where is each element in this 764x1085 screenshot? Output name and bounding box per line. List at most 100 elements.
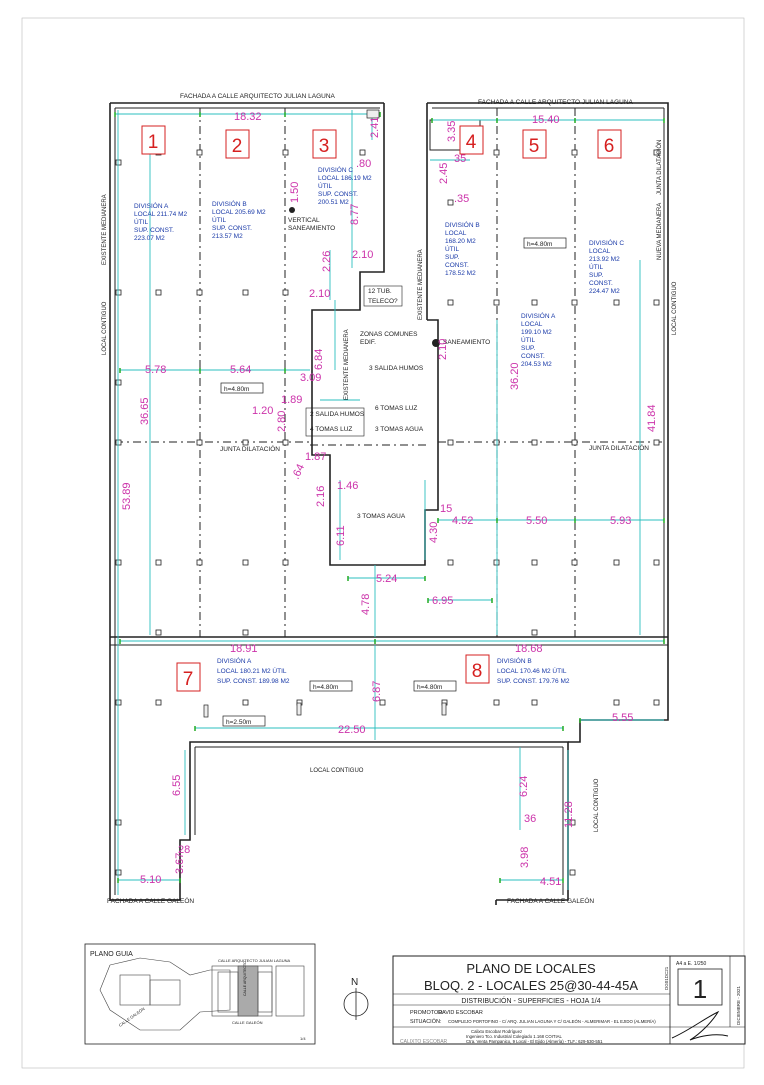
svg-text:8.77: 8.77 <box>349 204 361 225</box>
svg-text:36.20: 36.20 <box>509 362 521 390</box>
svg-text:SUP. CONST.: SUP. CONST. <box>318 191 358 198</box>
secondary-walls <box>110 107 668 895</box>
side-labels: EXISTENTE MEDIANERA LOCAL CONTIGUO NUEVA… <box>102 140 678 832</box>
svg-text:6.87: 6.87 <box>371 681 383 702</box>
note-zonas-2: EDIF. <box>360 339 376 346</box>
svg-text:ÚTIL: ÚTIL <box>212 215 226 224</box>
svg-text:CONST.: CONST. <box>445 262 469 269</box>
svg-text:DIVISIÓN B: DIVISIÓN B <box>212 199 247 208</box>
svg-text:5.64: 5.64 <box>230 364 251 376</box>
svg-text:18.91: 18.91 <box>230 643 258 655</box>
promotor-value: DAVID ESCOBAR <box>438 1010 483 1016</box>
svg-text:.80: .80 <box>356 158 371 170</box>
division-u8: DIVISIÓN B LOCAL 170.46 M2 ÚTIL SUP. CON… <box>497 656 570 685</box>
svg-text:6.84: 6.84 <box>313 349 325 370</box>
svg-text:ÚTIL: ÚTIL <box>318 181 332 190</box>
situacion-label: SITUACIÓN: <box>410 1018 442 1025</box>
facade-labels: FACHADA A CALLE ARQUITECTO JULIAN LAGUNA… <box>107 93 634 905</box>
situacion-value: COMPLEJO PORTOFINO - C/ ARQ. JULIAN LAGU… <box>448 1019 656 1024</box>
right-local-label: LOCAL CONTIGUO <box>672 281 678 335</box>
svg-text:2.10: 2.10 <box>437 339 449 360</box>
svg-text:6.55: 6.55 <box>171 775 183 796</box>
key-plan-title: PLANO GUIA <box>90 951 133 958</box>
svg-text:N: N <box>351 977 358 988</box>
svg-text:6.95: 6.95 <box>432 595 453 607</box>
division-u1: DIVISIÓN A LOCAL 211.74 M2 ÚTIL SUP. CON… <box>134 201 187 242</box>
svg-text:.35: .35 <box>454 193 469 205</box>
svg-text:CONST.: CONST. <box>589 280 613 287</box>
svg-text:1.50: 1.50 <box>289 182 301 203</box>
svg-text:22.50: 22.50 <box>338 724 366 736</box>
svg-text:36.65: 36.65 <box>139 397 151 425</box>
svg-text:4.52: 4.52 <box>452 515 473 527</box>
svg-text:5.50: 5.50 <box>526 515 547 527</box>
svg-text:204.53 M2: 204.53 M2 <box>521 361 552 368</box>
signature <box>671 1010 729 1041</box>
sanitation-marker <box>432 339 440 347</box>
svg-text:SUP. CONST. 179.76 M2: SUP. CONST. 179.76 M2 <box>497 678 570 685</box>
svg-text:15.40: 15.40 <box>532 114 560 126</box>
note-saneamiento-2: SANEAMIENTO <box>443 339 490 346</box>
svg-text:6.24: 6.24 <box>518 776 530 797</box>
dimension-lines <box>115 110 664 895</box>
svg-text:LOCAL: LOCAL <box>521 321 543 328</box>
svg-text:LOCAL: LOCAL <box>445 230 467 237</box>
title-line-1: PLANO DE LOCALES <box>466 961 596 976</box>
svg-text:5.93: 5.93 <box>610 515 631 527</box>
svg-text:CONST.: CONST. <box>521 353 545 360</box>
facade-top-right: FACHADA A CALLE ARQUITECTO JULIAN LAGUNA <box>478 99 634 106</box>
facade-bottom-left: FACHADA A CALLE GALEÓN <box>107 896 194 905</box>
svg-text:2.45: 2.45 <box>438 163 450 184</box>
svg-text:DIVISIÓN A: DIVISIÓN A <box>217 656 252 665</box>
svg-text:2.10: 2.10 <box>309 288 330 300</box>
svg-text:41.84: 41.84 <box>646 404 658 432</box>
svg-text:4.78: 4.78 <box>360 594 372 615</box>
svg-text:5.55: 5.55 <box>612 712 633 724</box>
unit-7-number: 7 <box>183 669 194 690</box>
note-saneamiento-1: SANEAMIENTO <box>288 225 335 232</box>
facade-top-left: FACHADA A CALLE ARQUITECTO JULIAN LAGUNA <box>180 93 336 100</box>
engineer-address: Ctra. Venta Pampanico, 9 Local - El Ejid… <box>466 1039 603 1044</box>
unit-8-number: 8 <box>472 661 483 682</box>
sheet-number: 1 <box>693 974 707 1004</box>
svg-text:199.10 M2: 199.10 M2 <box>521 329 552 336</box>
svg-text:36: 36 <box>524 813 536 825</box>
note-tomas-luz-6: 6 TOMAS LUZ <box>375 405 417 412</box>
svg-text:3.35: 3.35 <box>446 121 458 142</box>
note-tomas-agua-3b: 3 TOMAS AGUA <box>357 513 406 520</box>
unit-numbers: 1 2 3 4 5 6 7 8 <box>141 125 622 692</box>
note-junta-left: JUNTA DILATACIÓN <box>220 444 280 453</box>
left-local-label: LOCAL CONTIGUO <box>102 301 108 355</box>
center-medianera-1: EXISTENTE MEDIANERA <box>418 249 424 320</box>
division-u6: DIVISIÓN C LOCAL 213.92 M2 ÚTIL SUP. CON… <box>589 238 624 295</box>
left-medianera-label: EXISTENTE MEDIANERA <box>102 194 108 265</box>
bottom-right-local-label: LOCAL CONTIGUO <box>594 778 600 832</box>
height-label-5: h=2.50m <box>226 719 251 726</box>
svg-text:DIVISIÓN C: DIVISIÓN C <box>318 165 353 174</box>
svg-text:ÚTIL: ÚTIL <box>589 262 603 271</box>
svg-text:LOCAL 170.46 M2 ÚTIL: LOCAL 170.46 M2 ÚTIL <box>497 666 567 675</box>
logo-text: CALIXTO ESCOBAR <box>400 1039 448 1045</box>
note-vertical: VERTICAL <box>288 217 320 224</box>
svg-text:SUP.: SUP. <box>589 272 604 279</box>
svg-text:6.11: 6.11 <box>335 525 347 546</box>
svg-text:4.30: 4.30 <box>428 522 440 543</box>
svg-text:SUP. CONST.: SUP. CONST. <box>134 227 174 234</box>
note-tub-2: TELECO? <box>368 298 398 305</box>
division-u2: DIVISIÓN B LOCAL 205.69 M2 ÚTIL SUP. CON… <box>212 199 266 240</box>
division-u5: DIVISIÓN A LOCAL 199.10 M2 ÚTIL SUP. CON… <box>521 311 556 368</box>
svg-text:.64: .64 <box>290 462 307 481</box>
svg-text:11.28: 11.28 <box>563 801 575 828</box>
svg-text:2.16: 2.16 <box>315 486 327 507</box>
svg-text:224.47 M2: 224.47 M2 <box>589 288 620 295</box>
svg-text:4.51: 4.51 <box>540 876 561 888</box>
svg-text:223.07 M2: 223.07 M2 <box>134 235 165 242</box>
dimension-ticks <box>114 112 665 883</box>
promotor-label: PROMOTOR: <box>410 1010 444 1016</box>
division-texts: DIVISIÓN A LOCAL 211.74 M2 ÚTIL SUP. CON… <box>134 165 624 685</box>
unit-1-number: 1 <box>148 132 159 153</box>
division-u4: DIVISIÓN B LOCAL 168.20 M2 ÚTIL SUP. CON… <box>445 220 480 277</box>
right-junta-label: JUNTA DILATACIÓN <box>656 140 663 195</box>
title-block: PLANO DE LOCALES BLOQ. 2 - LOCALES 25@30… <box>392 955 746 1045</box>
